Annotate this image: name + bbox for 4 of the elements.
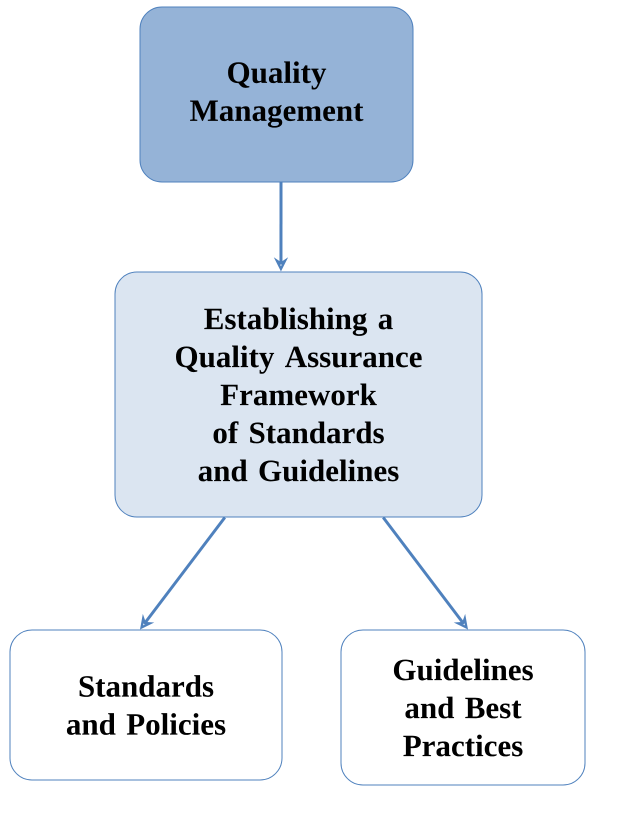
process-box: Establishing a Quality Assurance Framework of Standards and Guidelines	[114, 272, 482, 518]
process-box: Guidelines and Best Practices	[340, 630, 586, 786]
process-box: Standards and Policies	[10, 630, 282, 780]
process-box: Quality Management	[140, 6, 414, 182]
